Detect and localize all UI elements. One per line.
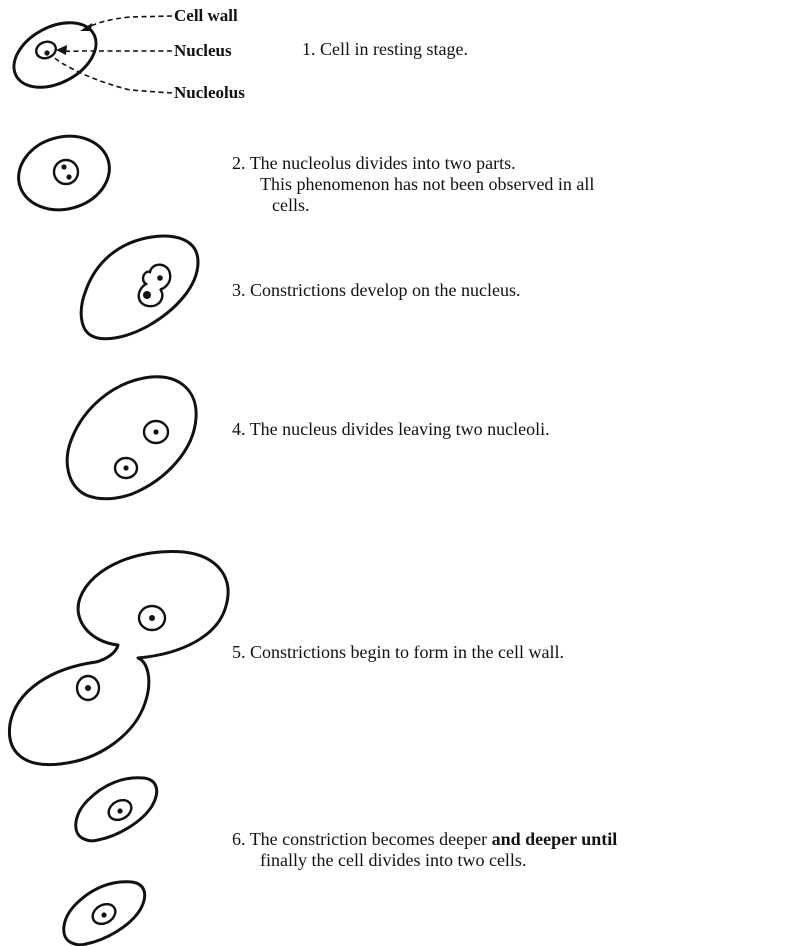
nucleus-leader bbox=[57, 49, 172, 53]
constricting-cell-wall bbox=[7, 549, 230, 767]
daughter-nucleus bbox=[137, 604, 167, 632]
nucleolus bbox=[101, 912, 107, 918]
step-text-bold: and deeper until bbox=[491, 829, 618, 849]
daughter-nucleus bbox=[142, 419, 170, 445]
cell-wall-arrowhead bbox=[80, 23, 92, 31]
constricted-nucleus bbox=[137, 263, 172, 308]
stage-3-cell bbox=[79, 234, 200, 341]
nucleus-label: Nucleus bbox=[174, 41, 232, 60]
stage-5-cell bbox=[7, 549, 230, 767]
step-5-caption: 5. Constrictions begin to form in the ce… bbox=[232, 642, 564, 663]
step-text: Constrictions begin to form in the cell … bbox=[250, 642, 564, 662]
daughter-nucleus bbox=[91, 902, 117, 926]
step-6-caption: 6. The constriction becomes deeper and d… bbox=[232, 829, 617, 871]
daughter-nucleus bbox=[107, 798, 133, 822]
nucleolus bbox=[85, 685, 91, 691]
daughter-cell-wall bbox=[62, 880, 147, 946]
nucleolus-label: Nucleolus bbox=[174, 83, 245, 102]
step-note-cont: cells. bbox=[272, 195, 310, 215]
cell-wall-outline bbox=[79, 234, 200, 341]
stage-1-cell bbox=[12, 21, 98, 89]
nucleolus bbox=[149, 615, 155, 621]
nucleus bbox=[52, 158, 80, 186]
step-1-caption: 1. Cell in resting stage. bbox=[302, 39, 468, 60]
step-number: 3. bbox=[232, 280, 246, 300]
step-text: The nucleus divides leaving two nucleoli… bbox=[249, 419, 550, 439]
step-text: Constrictions develop on the nucleus. bbox=[250, 280, 521, 300]
cell-wall-label: Cell wall bbox=[174, 6, 238, 25]
step-number: 5. bbox=[232, 642, 246, 662]
step-text: The nucleolus divides into two parts. bbox=[249, 153, 516, 173]
nucleolus bbox=[123, 465, 129, 471]
stage-2-cell bbox=[17, 134, 111, 212]
cell-wall-outline bbox=[17, 134, 111, 212]
nucleolus bbox=[153, 429, 159, 435]
step-number: 2. bbox=[232, 153, 246, 173]
cell-wall-outline bbox=[12, 21, 98, 89]
nucleolus bbox=[117, 808, 123, 814]
step-2-caption: 2. The nucleolus divides into two parts.… bbox=[232, 153, 594, 216]
nucleolus-part bbox=[61, 164, 67, 170]
step-number: 6. bbox=[232, 829, 246, 849]
stage-4-cell bbox=[65, 375, 198, 501]
nucleus-arrowhead bbox=[56, 45, 67, 55]
nucleolus-leader bbox=[51, 55, 173, 94]
nucleolus-part bbox=[66, 174, 72, 180]
daughter-nucleus bbox=[113, 456, 139, 480]
cell-wall-outline bbox=[65, 375, 198, 501]
daughter-cell-wall bbox=[74, 776, 159, 843]
label-leader-lines bbox=[51, 15, 173, 94]
cell-wall-leader bbox=[81, 15, 173, 31]
step-text-cont: finally the cell divides into two cells. bbox=[260, 850, 527, 870]
nucleus bbox=[35, 40, 57, 60]
nucleolus bbox=[143, 291, 151, 299]
step-text: Cell in resting stage. bbox=[320, 39, 468, 59]
step-4-caption: 4. The nucleus divides leaving two nucle… bbox=[232, 419, 550, 440]
daughter-nucleus bbox=[75, 674, 101, 702]
nucleolus bbox=[157, 275, 163, 281]
nucleolus bbox=[44, 50, 50, 56]
step-text: The constriction becomes deeper bbox=[249, 829, 492, 849]
step-number: 1. bbox=[302, 39, 316, 59]
stage-6-cells bbox=[62, 776, 159, 946]
step-number: 4. bbox=[232, 419, 246, 439]
step-3-caption: 3. Constrictions develop on the nucleus. bbox=[232, 280, 520, 301]
step-note: This phenomenon has not been observed in… bbox=[260, 174, 595, 194]
